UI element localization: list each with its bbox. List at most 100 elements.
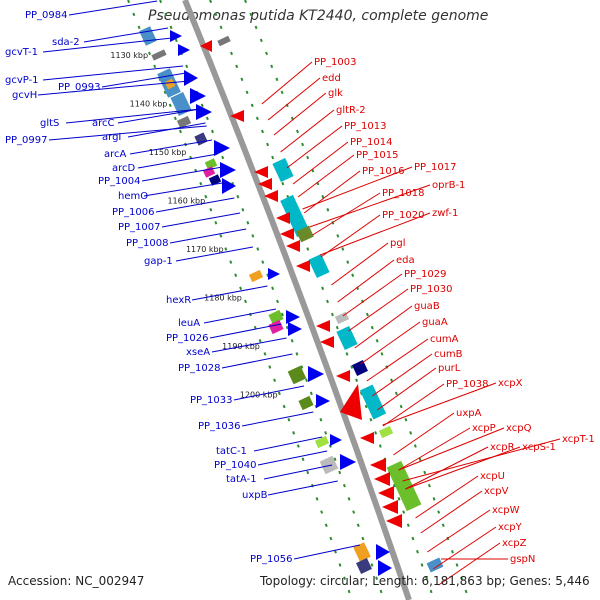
gene-block[interactable] xyxy=(139,26,157,46)
gene-arrow-reverse[interactable] xyxy=(264,190,278,202)
gene-label-reverse[interactable]: uxpA xyxy=(456,408,482,419)
gene-label-reverse[interactable]: xcpV xyxy=(484,486,509,497)
gene-block[interactable] xyxy=(280,194,310,238)
gene-arrow-reverse[interactable] xyxy=(370,458,386,472)
gene-label-forward[interactable]: PP_0984 xyxy=(25,10,68,21)
gene-label-reverse[interactable]: glk xyxy=(328,88,343,99)
gene-arrow-reverse[interactable] xyxy=(258,178,272,190)
gene-block[interactable] xyxy=(298,395,314,411)
gene-label-forward[interactable]: PP_0997 xyxy=(5,135,48,146)
gene-label-reverse[interactable]: xcpU xyxy=(480,471,505,482)
gene-arrow-forward[interactable] xyxy=(288,322,302,336)
gene-arrow-forward[interactable] xyxy=(378,560,392,576)
gene-label-reverse[interactable]: guaA xyxy=(422,317,448,328)
gene-label-reverse[interactable]: pgl xyxy=(390,238,405,249)
gene-block[interactable] xyxy=(352,360,368,376)
gene-label-reverse[interactable]: xcpS-1 xyxy=(522,442,556,453)
gene-arrow-forward[interactable] xyxy=(286,310,300,324)
gene-block[interactable] xyxy=(272,157,294,183)
gene-label-forward[interactable]: gap-1 xyxy=(144,256,173,267)
gene-label-forward[interactable]: arcA xyxy=(104,149,127,160)
gene-arrow-reverse[interactable] xyxy=(200,40,212,52)
gene-block[interactable] xyxy=(217,35,231,47)
gene-arrow-reverse[interactable] xyxy=(296,260,310,272)
gene-block[interactable] xyxy=(164,78,176,90)
gene-label-forward[interactable]: PP_1028 xyxy=(178,363,221,374)
gene-arrow-forward[interactable] xyxy=(184,70,198,86)
gene-block[interactable] xyxy=(336,325,358,351)
gene-label-reverse[interactable]: gltR-2 xyxy=(336,105,366,116)
gene-block[interactable] xyxy=(334,311,350,325)
gene-label-forward[interactable]: PP_1007 xyxy=(118,222,161,233)
gene-label-reverse[interactable]: cumB xyxy=(434,349,463,360)
gene-block[interactable] xyxy=(314,435,330,449)
gene-label-reverse[interactable]: xcpZ xyxy=(502,538,527,549)
gene-label-reverse[interactable]: xcpW xyxy=(492,505,520,516)
gene-arrow-reverse[interactable] xyxy=(254,166,268,178)
gene-arrow-reverse[interactable] xyxy=(360,432,374,444)
gene-arrow-reverse[interactable] xyxy=(374,472,390,486)
gene-block[interactable] xyxy=(268,319,284,335)
gene-label-forward[interactable]: gltS xyxy=(40,118,59,129)
gene-block[interactable] xyxy=(353,542,371,562)
gene-arrow-forward[interactable] xyxy=(316,394,330,408)
gene-arrow-forward[interactable] xyxy=(308,366,324,382)
gene-label-reverse[interactable]: xcpP xyxy=(472,423,496,434)
gene-label-forward[interactable]: arcD xyxy=(112,163,136,174)
gene-label-forward[interactable]: argI xyxy=(102,132,121,143)
gene-block[interactable] xyxy=(319,455,339,475)
gene-label-reverse[interactable]: PP_1003 xyxy=(314,57,357,68)
gene-arrow-forward[interactable] xyxy=(220,162,236,178)
gene-label-reverse[interactable]: PP_1013 xyxy=(344,121,387,132)
gene-arrow-reverse[interactable] xyxy=(316,320,330,332)
gene-arrow-reverse[interactable] xyxy=(230,110,244,122)
gene-arrow-reverse[interactable] xyxy=(386,514,402,528)
gene-label-forward[interactable]: xseA xyxy=(186,347,210,358)
gene-arrow-forward[interactable] xyxy=(214,140,230,156)
gene-block[interactable] xyxy=(204,158,218,170)
gene-label-forward[interactable]: hexR xyxy=(166,295,191,306)
gene-label-reverse[interactable]: PP_1020 xyxy=(382,210,425,221)
gene-block[interactable] xyxy=(151,49,167,61)
gene-label-forward[interactable]: leuA xyxy=(178,318,200,329)
gene-label-reverse[interactable]: PP_1029 xyxy=(404,269,447,280)
gene-label-reverse[interactable]: oprB-1 xyxy=(432,180,465,191)
gene-label-reverse[interactable]: xcpY xyxy=(498,522,523,533)
gene-arrow-reverse[interactable] xyxy=(378,486,394,500)
gene-block[interactable] xyxy=(308,253,330,279)
gene-label-forward[interactable]: PP_1004 xyxy=(98,176,141,187)
gene-label-forward[interactable]: PP_1026 xyxy=(166,333,209,344)
gene-block[interactable] xyxy=(208,174,222,186)
gene-label-forward[interactable]: PP_1006 xyxy=(112,207,155,218)
gene-arrow-reverse[interactable] xyxy=(280,228,294,240)
gene-arrow-forward[interactable] xyxy=(178,44,190,56)
gene-arrow-reverse[interactable] xyxy=(286,240,300,252)
gene-label-reverse[interactable]: PP_1014 xyxy=(350,137,393,148)
gene-arrow-forward[interactable] xyxy=(330,434,342,446)
gene-label-reverse[interactable]: cumA xyxy=(430,334,459,345)
gene-label-forward[interactable]: gcvT-1 xyxy=(5,47,38,58)
gene-label-forward[interactable]: uxpB xyxy=(242,490,268,501)
gene-label-reverse[interactable]: guaB xyxy=(414,301,440,312)
gene-label-reverse[interactable]: eda xyxy=(396,255,415,266)
gene-block[interactable] xyxy=(378,425,394,439)
gene-label-reverse[interactable]: zwf-1 xyxy=(432,208,458,219)
gene-label-forward[interactable]: arcC xyxy=(92,118,115,129)
gene-arrow-forward[interactable] xyxy=(170,30,182,42)
gene-block[interactable] xyxy=(194,132,208,146)
gene-arrow-forward[interactable] xyxy=(222,178,236,194)
gene-arrow-reverse[interactable] xyxy=(336,370,350,382)
gene-label-forward[interactable]: tatA-1 xyxy=(226,474,257,485)
gene-arrow-forward[interactable] xyxy=(376,544,390,560)
gene-block[interactable] xyxy=(426,557,444,573)
gene-label-forward[interactable]: sda-2 xyxy=(52,37,80,48)
gene-label-reverse[interactable]: gspN xyxy=(510,554,535,565)
gene-label-forward[interactable]: gcvP-1 xyxy=(5,75,39,86)
gene-label-reverse[interactable]: xcpX xyxy=(498,378,523,389)
gene-label-forward[interactable]: PP_0993 xyxy=(58,82,101,93)
gene-label-reverse[interactable]: xcpR xyxy=(490,442,515,453)
gene-label-forward[interactable]: tatC-1 xyxy=(216,446,247,457)
gene-label-reverse[interactable]: PP_1015 xyxy=(356,150,399,161)
gene-label-reverse[interactable]: purL xyxy=(438,363,461,374)
